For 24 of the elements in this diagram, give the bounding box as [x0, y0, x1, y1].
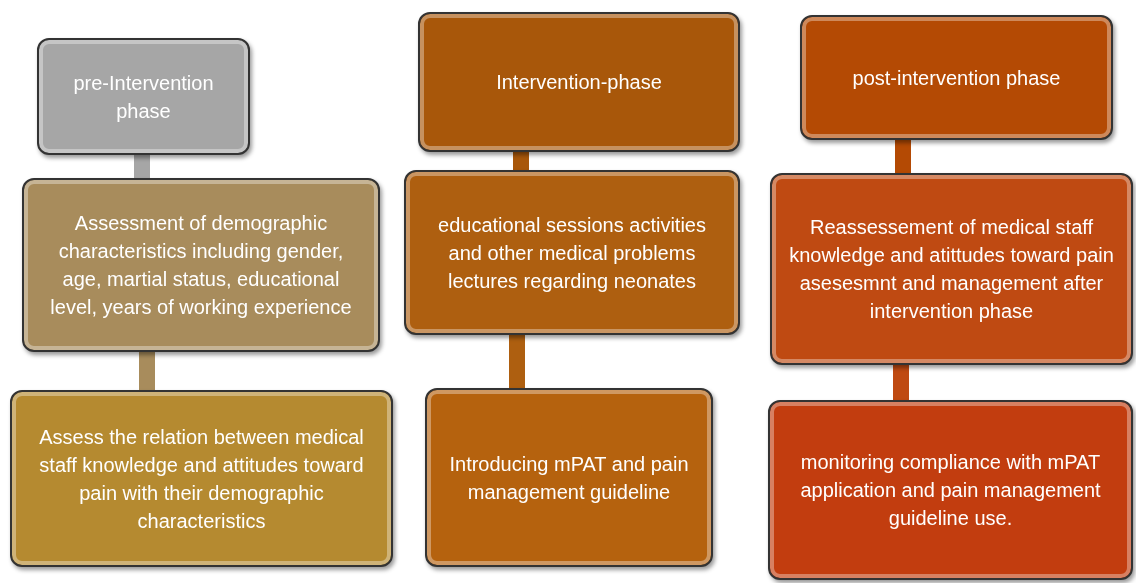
step-text: educational sessions activities and other medical problems lectures regarding neonates [437, 212, 707, 294]
step-text: Reassessement of medical staff knowledge and atittudes toward pain asesesmnt and management after intervention phase [788, 215, 1115, 324]
step-text: monitoring compliance with mPAT application and pain management guideline use. [799, 450, 1102, 531]
step-text: Assess the relation between medical staff knowledge and attitudes toward pain with their demographic characteristics [38, 424, 365, 534]
process-box [768, 400, 1133, 580]
connector-bar [513, 152, 529, 170]
process-box [37, 38, 250, 155]
step-text: Assessment of demographic characteristics including gender, age, martial status, educational level, years of working experience [49, 211, 353, 320]
connector-bar [895, 140, 911, 173]
process-box [418, 12, 740, 152]
connector-bar [139, 352, 155, 390]
process-box [800, 15, 1113, 140]
connector-bar [893, 365, 909, 400]
step-text: Introducing mPAT and pain management guideline [448, 451, 690, 505]
step-text: post-intervention phase [852, 65, 1061, 91]
step-text: Intervention-phase [496, 70, 662, 95]
connector-bar [509, 335, 525, 388]
process-box [425, 388, 713, 567]
process-box [770, 173, 1133, 365]
process-box [10, 390, 393, 567]
connector-bar [134, 155, 150, 178]
process-box [22, 178, 380, 352]
step-text: pre-Intervention phase [72, 70, 215, 124]
process-box [404, 170, 740, 335]
